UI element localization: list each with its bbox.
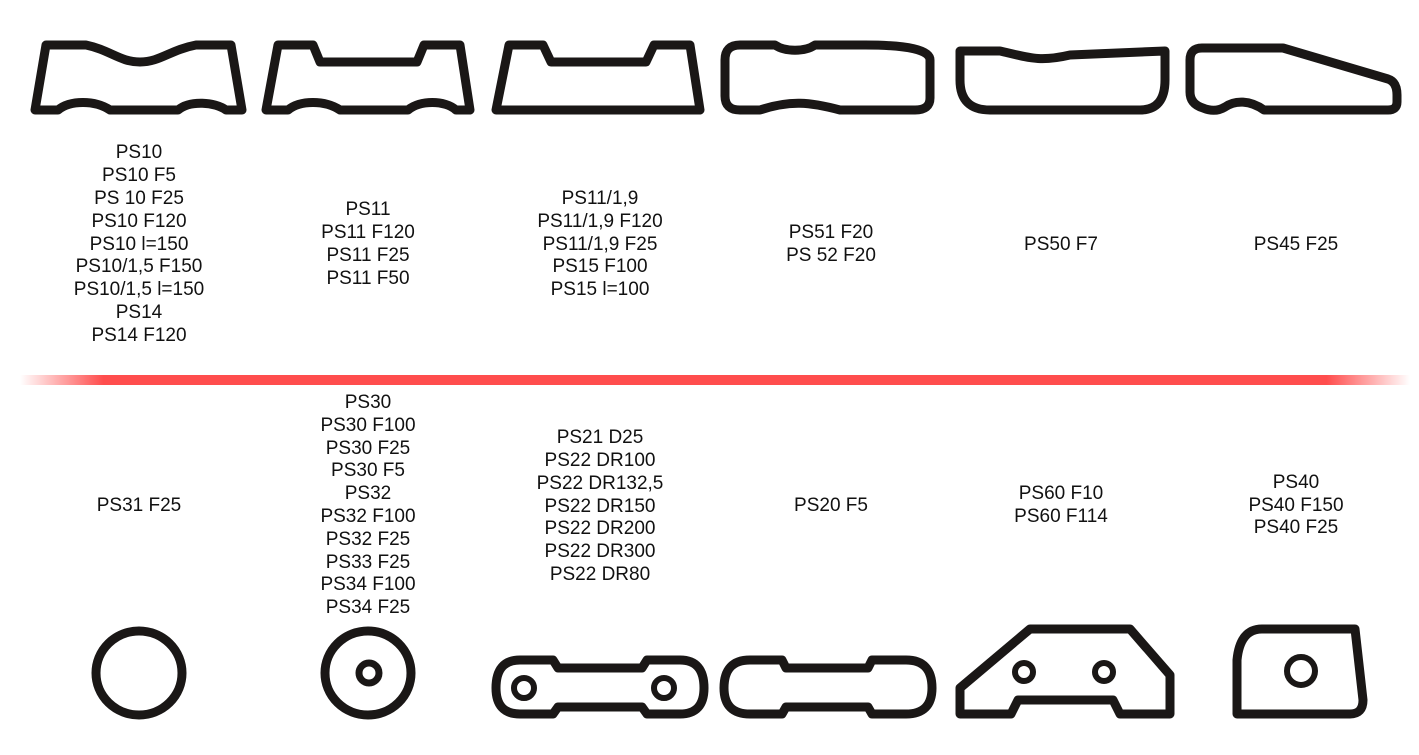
profile-list-ps60: PS60 F10 PS60 F114 — [946, 392, 1176, 620]
profile-label: PS11/1,9 F120 — [537, 210, 663, 232]
profile-label: PS10 F5 — [102, 165, 176, 187]
profile-label: PS20 F5 — [794, 494, 868, 516]
profile-list-ps40: PS40 PS40 F150 PS40 F25 — [1181, 392, 1411, 620]
profile-label: PS 10 F25 — [94, 188, 184, 209]
profile-shape-ps45 — [1185, 43, 1402, 115]
profile-label: PS32 F25 — [325, 528, 411, 550]
profile-label: PS11/1,9 F25 — [542, 233, 658, 255]
profile-label: PS51 F20 — [788, 222, 874, 244]
profile-label: PS30 F5 — [331, 460, 405, 482]
profile-list-ps30: PS30 PS30 F100 PS30 F25 PS30 F5 PS32 PS3… — [253, 392, 483, 620]
profile-label: PS22 DR132,5 — [536, 472, 664, 494]
profile-label: PS11 F50 — [326, 267, 410, 289]
red-divider — [20, 375, 1410, 385]
profile-label: PS33 F25 — [325, 551, 411, 573]
profile-label: PS22 DR150 — [544, 495, 656, 517]
profile-shape-ps30 — [320, 626, 416, 720]
profile-shape-ps10 — [30, 40, 247, 115]
profile-label: PS30 — [344, 392, 392, 414]
profile-shape-ps60 — [955, 624, 1175, 719]
profile-label: PS40 F25 — [1253, 517, 1339, 539]
profile-hole — [1012, 660, 1036, 684]
profile-label: PS15 l=100 — [550, 279, 650, 301]
profile-shape-ps51 — [720, 40, 935, 115]
profile-label: PS10 l=150 — [89, 233, 189, 255]
profile-list-ps31: PS31 F25 — [24, 392, 254, 620]
profile-label: PS45 F25 — [1253, 233, 1339, 255]
profile-label: PS10 — [115, 142, 163, 164]
profile-label: PS34 F25 — [325, 597, 411, 619]
profile-label: PS10/1,5 F150 — [75, 256, 203, 278]
profile-label: PS50 F7 — [1024, 233, 1098, 255]
profile-label: PS11 F25 — [326, 245, 410, 266]
profile-label: PS22 DR80 — [549, 563, 651, 585]
profile-list-ps21: PS21 D25 PS22 DR100 PS22 DR132,5 PS22 DR… — [485, 422, 715, 592]
profile-hole — [651, 675, 677, 701]
profile-label: PS14 — [115, 301, 163, 323]
profile-list-ps10: PS10 PS10 F5 PS 10 F25 PS10 F120 PS10 l=… — [24, 140, 254, 350]
profile-label: PS31 F25 — [96, 494, 182, 516]
profile-label: PS34 F100 — [320, 574, 416, 596]
profile-shape-ps21 — [491, 655, 709, 719]
profile-label: PS11 F120 — [321, 222, 415, 244]
profile-shape-ps50 — [955, 46, 1170, 115]
profile-list-ps11: PS11 PS11 F120 PS11 F25 PS11 F50 — [253, 140, 483, 350]
profile-hole — [511, 675, 537, 701]
profile-hole — [355, 659, 383, 687]
profile-label: PS14 F120 — [91, 324, 187, 346]
profile-label: PS30 F25 — [325, 437, 411, 459]
profile-label: PS30 F100 — [320, 414, 416, 436]
profile-shape-ps31 — [91, 626, 187, 720]
profile-hole — [1284, 654, 1318, 688]
profile-list-ps20: PS20 F5 — [716, 392, 946, 620]
profile-list-ps11-1-9: PS11/1,9 PS11/1,9 F120 PS11/1,9 F25 PS15… — [485, 140, 715, 350]
profile-label: PS21 D25 — [556, 427, 644, 449]
profile-label: PS32 F100 — [320, 506, 416, 527]
profile-label: PS11/1,9 — [561, 188, 639, 209]
profile-label: PS10/1,5 l=150 — [73, 279, 205, 301]
profile-label: PS22 DR200 — [544, 518, 656, 540]
profile-hole — [1092, 660, 1116, 684]
profile-shape-ps11 — [261, 40, 475, 115]
profile-label: PS22 DR300 — [544, 541, 656, 563]
profile-shape-ps40 — [1232, 624, 1368, 719]
profile-label: PS15 F100 — [552, 256, 648, 278]
profile-label: PS60 F10 — [1018, 483, 1104, 505]
profile-label: PS10 F120 — [91, 210, 187, 232]
profile-shape-ps20 — [719, 655, 937, 719]
profile-label: PS40 — [1272, 471, 1320, 493]
profile-list-ps50: PS50 F7 — [946, 140, 1176, 350]
profile-label: PS60 F114 — [1014, 506, 1108, 527]
profile-list-ps51: PS51 F20 PS 52 F20 — [716, 140, 946, 350]
profile-label: PS32 — [344, 483, 392, 505]
profile-shape-ps11-1-9 — [491, 40, 705, 115]
profile-label: PS40 F150 — [1248, 494, 1344, 516]
profile-label: PS11 — [345, 199, 391, 221]
profile-label: PS22 DR100 — [544, 450, 656, 471]
profile-label: PS 52 F20 — [786, 245, 876, 266]
profile-list-ps45: PS45 F25 — [1181, 140, 1411, 350]
